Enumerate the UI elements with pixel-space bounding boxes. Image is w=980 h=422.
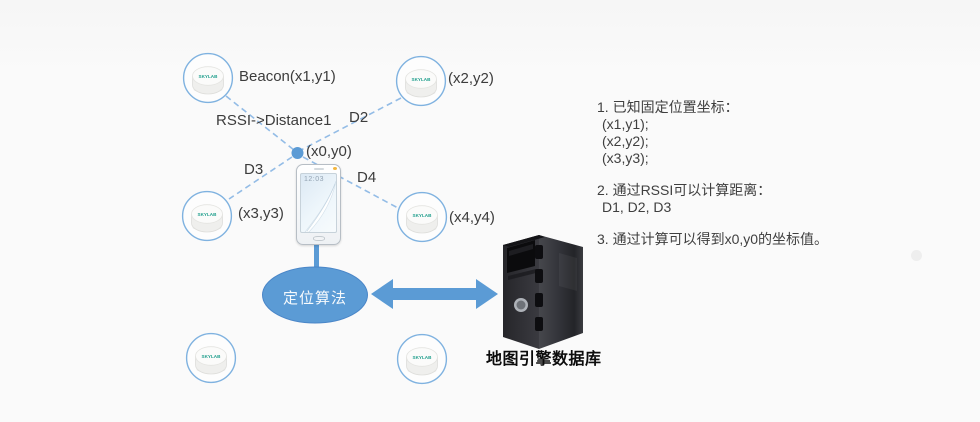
dashed-line-d1: [225, 95, 295, 151]
svg-text:SKYLAB: SKYLAB: [413, 355, 433, 360]
bidirectional-arrow-icon: [371, 279, 498, 309]
d4-label: D4: [357, 169, 377, 186]
svg-text:SKYLAB: SKYLAB: [198, 212, 218, 217]
beacon-icon: SKYLAB: [185, 332, 237, 384]
server-label: 地图引擎数据库: [486, 351, 602, 368]
note-group-3: 3. 通过计算可以得到x0,y0的坐标值。: [597, 231, 828, 248]
phone-led: [333, 167, 337, 170]
note-item: D1, D2, D3: [602, 199, 672, 215]
note-item: (x2,y2);: [602, 133, 649, 149]
beacon3-label: (x3,y3): [238, 205, 284, 222]
d2-label: D2: [349, 109, 369, 126]
phone-speaker: [313, 168, 324, 170]
notes-panel: 1. 已知固定位置坐标： (x1,y1); (x2,y2); (x3,y3); …: [597, 99, 828, 263]
background-smudge: [911, 250, 922, 261]
d3-label: D3: [244, 161, 264, 178]
algorithm-ellipse: [262, 266, 368, 324]
beacon4-label: (x4,y4): [449, 209, 495, 226]
smartphone-icon: 12:03: [296, 164, 341, 245]
beacon-icon: SKYLAB: [181, 190, 233, 242]
unknown-point-label: (x0,y0): [306, 143, 352, 160]
note-title: 2. 通过RSSI可以计算距离：: [597, 182, 772, 198]
dashed-line-d3: [228, 156, 293, 200]
svg-text:SKYLAB: SKYLAB: [412, 77, 432, 82]
dashed-line-d2: [300, 97, 402, 151]
unknown-position-dot: [291, 147, 304, 159]
beacon-icon: SKYLAB: [182, 52, 234, 104]
note-item: (x3,y3);: [602, 150, 649, 166]
beacon-icon: SKYLAB: [396, 333, 448, 385]
beacon1-label: Beacon(x1,y1): [239, 68, 336, 85]
note-group-1: 1. 已知固定位置坐标： (x1,y1); (x2,y2); (x3,y3);: [597, 99, 828, 167]
feather-wallpaper-icon: [304, 180, 336, 232]
beacon-icon: SKYLAB: [396, 191, 448, 243]
svg-text:SKYLAB: SKYLAB: [199, 74, 219, 79]
note-title: 1. 已知固定位置坐标：: [597, 99, 739, 115]
algorithm-label: 定位算法: [282, 290, 347, 307]
note-title: 3. 通过计算可以得到x0,y0的坐标值。: [597, 231, 829, 247]
beacon-icon: SKYLAB: [395, 55, 447, 107]
phone-home-button: [312, 236, 325, 241]
svg-text:SKYLAB: SKYLAB: [413, 213, 433, 218]
server-tower-icon: [497, 231, 587, 356]
phone-clock: 12:03: [304, 176, 325, 183]
svg-text:SKYLAB: SKYLAB: [202, 354, 222, 359]
note-group-2: 2. 通过RSSI可以计算距离： D1, D2, D3: [597, 182, 828, 216]
beacon2-label: (x2,y2): [448, 70, 494, 87]
dashed-line-d4: [302, 156, 399, 209]
phone-screen: 12:03: [300, 173, 337, 233]
rssi-distance-label: RSSI->Distance1: [216, 112, 332, 129]
note-item: (x1,y1);: [602, 116, 649, 132]
